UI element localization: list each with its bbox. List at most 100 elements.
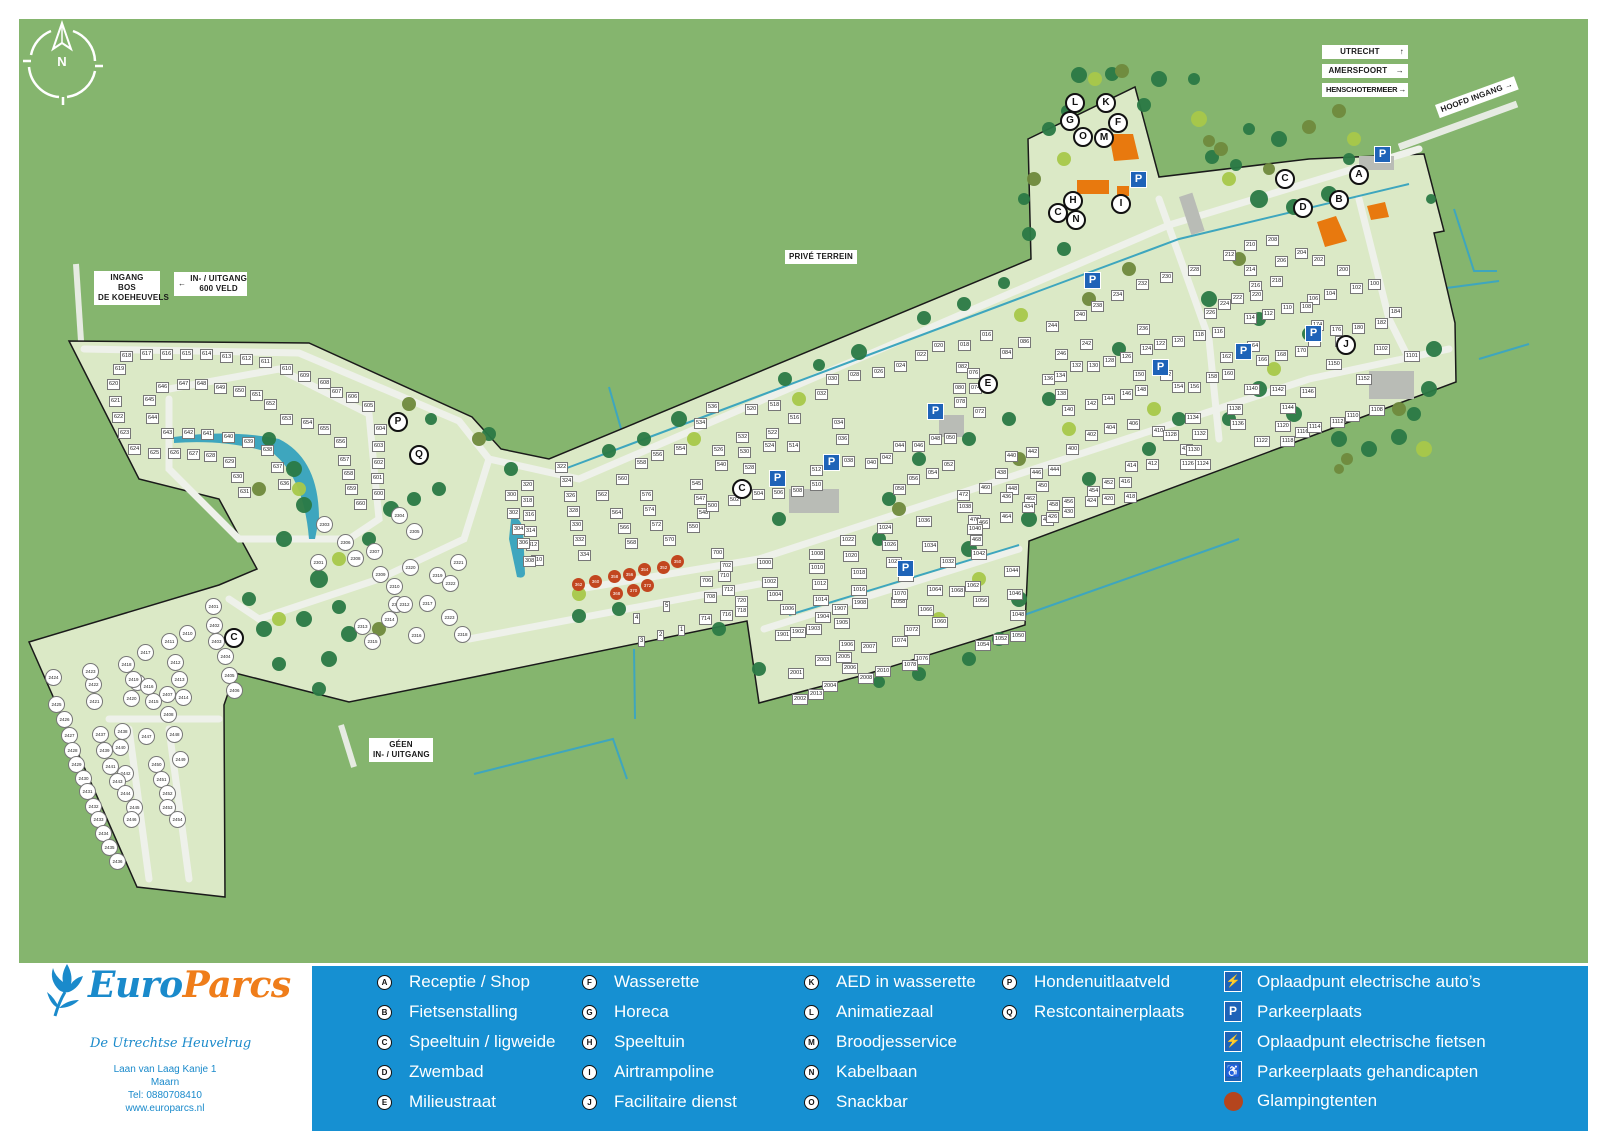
facility-marker-c[interactable]: C: [224, 628, 244, 648]
lot-label: 625: [148, 448, 162, 459]
arrow-up-icon: ↑: [1399, 47, 1404, 56]
lot-label-round: 2406: [226, 682, 243, 699]
lot-label: 1070: [892, 589, 909, 600]
facility-marker-d[interactable]: D: [1293, 198, 1313, 218]
lot-label: 1036: [916, 516, 933, 527]
lot-label-round: 2412: [167, 654, 184, 671]
lot-label: 108: [1300, 302, 1314, 313]
lot-label: 548: [697, 508, 711, 519]
lot-label: 506: [772, 488, 786, 499]
facility-marker-q[interactable]: Q: [409, 445, 429, 465]
lot-label: 1004: [767, 590, 784, 601]
facility-marker-b[interactable]: B: [1329, 190, 1349, 210]
lot-label: 1064: [927, 585, 944, 596]
lot-label: 032: [815, 389, 829, 400]
parking-icon: P: [1224, 1001, 1242, 1022]
facility-marker-e[interactable]: E: [978, 374, 998, 394]
lot-label-round: 2316: [408, 627, 425, 644]
lot-label: 222: [1231, 293, 1245, 304]
facility-marker-o[interactable]: O: [1073, 127, 1093, 147]
sign-geen-in-uitgang: GÉEN IN- / UITGANG: [369, 738, 433, 762]
lot-label: 202: [1312, 255, 1326, 266]
facility-marker-f[interactable]: F: [1108, 113, 1128, 133]
facility-marker-i[interactable]: I: [1111, 194, 1131, 214]
lot-label-round: 2417: [137, 644, 154, 661]
legend-label: Parkeerplaats gehandicapten: [1257, 1061, 1479, 1081]
lot-label-round: 2414: [175, 689, 192, 706]
legend-label: Zwembad: [409, 1062, 484, 1081]
facility-marker-m[interactable]: M: [1094, 128, 1114, 148]
lot-label: 122: [1154, 339, 1168, 350]
facility-marker-k[interactable]: K: [1096, 93, 1116, 113]
parking-icon: P: [1152, 359, 1169, 376]
arrow-left-icon: ←: [178, 279, 187, 288]
legend-label: Milieustraat: [409, 1092, 496, 1111]
lot-label-round: 2308: [347, 550, 364, 567]
brand-logo[interactable]: EuroParcs: [88, 964, 291, 1006]
lot-label: 140: [1062, 405, 1076, 416]
lot-label: 100: [1368, 279, 1382, 290]
sign-utrecht: UTRECHT ↑: [1322, 45, 1408, 59]
glamping-tent: 372: [641, 579, 654, 592]
lot-label: 450: [1036, 481, 1050, 492]
lot-label: 078: [954, 397, 968, 408]
sign-in-uitgang-600: ← IN- / UITGANG 600 VELD: [174, 272, 247, 296]
legend-badge-m-icon: M: [804, 1034, 819, 1050]
lot-label-round: 2318: [454, 626, 471, 643]
lot-label: 613: [220, 352, 234, 363]
lot-label: 162: [1220, 352, 1234, 363]
lot-label: 522: [766, 428, 780, 439]
legend-badge-g-icon: G: [582, 1004, 597, 1020]
lot-label: 016: [980, 330, 994, 341]
facility-marker-j[interactable]: J: [1336, 335, 1356, 355]
lot-label: 1102: [1374, 344, 1390, 355]
lot-label: 426: [1046, 512, 1060, 523]
lot-label-round: 2301: [310, 554, 327, 571]
legend-label: Oplaadpunt electrische auto’s: [1257, 971, 1481, 991]
park-map: UTRECHT ↑ AMERSFOORT → HENSCHOTERMEER → …: [19, 19, 1588, 963]
facility-marker-g[interactable]: G: [1060, 111, 1080, 131]
lot-label: 1112: [1330, 417, 1346, 428]
lot-label-round: 2312: [396, 596, 413, 613]
facility-marker-p[interactable]: P: [388, 412, 408, 432]
facility-marker-l[interactable]: L: [1065, 93, 1085, 113]
lot-label: 2008: [858, 673, 875, 684]
lot-label: 232: [1136, 279, 1150, 290]
legend-label: Airtrampoline: [614, 1062, 715, 1081]
facility-marker-c[interactable]: C: [732, 479, 752, 499]
lot-label: 306: [517, 538, 531, 549]
lot-label-round: 2446: [123, 811, 140, 828]
lot-label: 1020: [843, 551, 860, 562]
sign-line: DE KOEHEUVELS: [98, 293, 170, 302]
lot-label: 617: [140, 349, 154, 360]
lot-label: 402: [1085, 430, 1099, 441]
lot-label: 2002: [792, 694, 809, 705]
facility-marker-n[interactable]: N: [1066, 210, 1086, 230]
lot-label: 048: [929, 434, 943, 445]
sign-line: 600 VELD: [199, 284, 238, 293]
sign-line: INGANG: [110, 273, 144, 282]
lot-label: 638: [261, 445, 275, 456]
legend-badge-n-icon: N: [804, 1064, 819, 1080]
lot-label: 156: [1188, 382, 1202, 393]
legend-badge-i-icon: I: [582, 1064, 597, 1080]
lot-label-round: 2321: [450, 554, 467, 571]
lot-label: 138: [1055, 389, 1069, 400]
lot-label-round: 2421: [86, 693, 103, 710]
lot-label: 242: [1080, 339, 1094, 350]
lot-label-round: 2410: [179, 625, 196, 642]
lot-label: 1022: [840, 535, 857, 546]
lot-label: 104: [1324, 289, 1338, 300]
compass-icon: N: [23, 19, 103, 105]
facility-marker-c[interactable]: C: [1275, 169, 1295, 189]
legend-label: Wasserette: [614, 972, 700, 991]
lot-label: 234: [1111, 290, 1125, 301]
address-city: Maarn: [150, 1077, 180, 1088]
address-website[interactable]: www.europarcs.nl: [125, 1103, 205, 1114]
facility-marker-a[interactable]: A: [1349, 165, 1369, 185]
legend-label: Snackbar: [836, 1092, 908, 1111]
lot-label: 302: [507, 508, 521, 519]
sign-utrecht-label: UTRECHT: [1340, 47, 1380, 56]
facility-marker-c[interactable]: C: [1048, 203, 1068, 223]
